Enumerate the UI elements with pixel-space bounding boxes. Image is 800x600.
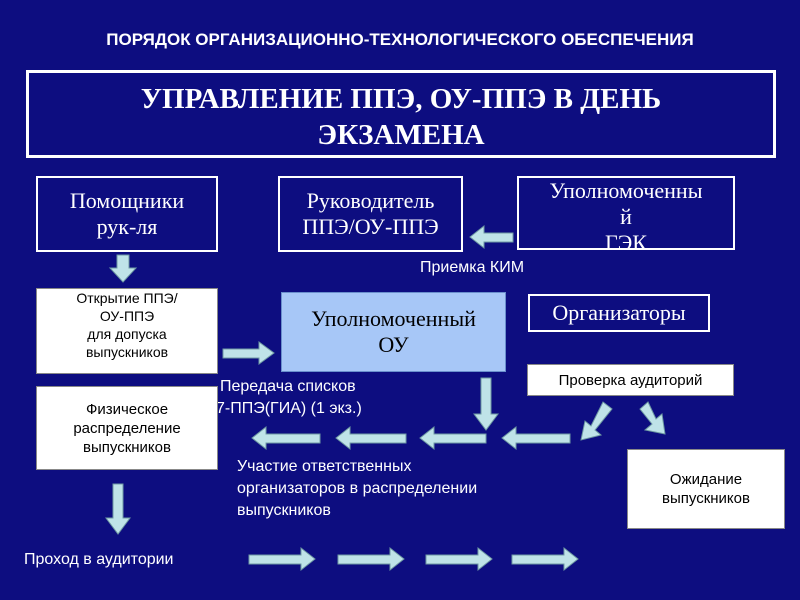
opening-line3: для допуска <box>87 326 167 342</box>
arrow-diagonal-icon <box>639 401 666 435</box>
head-line1: Руководитель <box>306 188 435 213</box>
opening-box: Открытие ППЭ/ ОУ-ППЭ для допуска выпускн… <box>36 288 218 374</box>
authorized-ou-line1: Уполномоченный <box>311 306 476 331</box>
main-title-box: УПРАВЛЕНИЕ ППЭ, ОУ-ППЭ В ДЕНЬ ЭКЗАМЕНА <box>26 70 776 158</box>
participation-line1: Участие ответственных <box>237 458 412 475</box>
gek-box: Уполномоченны й ГЭК <box>517 176 735 250</box>
arrow-down-icon <box>473 377 499 431</box>
arrow-right-icon <box>511 546 579 572</box>
lists-label: Передача списков 7-ППЭ(ГИА) (1 экз.) <box>216 376 362 420</box>
check-rooms-text: Проверка аудиторий <box>558 371 703 389</box>
opening-line4: выпускников <box>85 344 169 360</box>
check-rooms-box: Проверка аудиторий <box>527 364 734 396</box>
participation-line2: организаторов в распределении <box>237 480 478 497</box>
authorized-ou-line2: ОУ <box>378 332 409 357</box>
arrow-right-icon <box>222 341 275 365</box>
opening-line2: ОУ-ППЭ <box>99 308 155 324</box>
arrow-right-icon <box>337 546 405 572</box>
arrow-left-icon <box>419 425 487 451</box>
organizers-box: Организаторы <box>528 294 710 332</box>
physical-line1: Физическое <box>85 400 169 418</box>
arrow-diagonal-icon <box>580 401 613 441</box>
gek-line2: й <box>620 204 632 229</box>
gek-line1: Уполномоченны <box>549 178 703 203</box>
opening-line1: Открытие ППЭ/ <box>76 290 178 306</box>
kim-label: Приемка КИМ <box>420 259 525 276</box>
waiting-box: Ожидание выпускников <box>627 449 785 529</box>
waiting-line1: Ожидание <box>669 471 743 488</box>
participation-line3: выпускников <box>237 502 331 519</box>
assistants-line2: рук-ля <box>96 214 158 239</box>
head-box: Руководитель ППЭ/ОУ-ППЭ <box>278 176 463 252</box>
arrow-left-icon <box>251 425 321 451</box>
arrow-left-icon <box>501 425 571 451</box>
head-line2: ППЭ/ОУ-ППЭ <box>302 214 439 239</box>
gek-line3: ГЭК <box>605 230 647 250</box>
waiting-line2: выпускников <box>662 490 750 507</box>
arrow-right-icon <box>425 546 493 572</box>
page-title: ПОРЯДОК ОРГАНИЗАЦИОННО-ТЕХНОЛОГИЧЕСКОГО … <box>106 30 694 49</box>
assistants-box: Помощники рук-ля <box>36 176 218 252</box>
main-title-line2: ЭКЗАМЕНА <box>317 119 485 151</box>
assistants-line1: Помощники <box>69 188 185 213</box>
arrow-right-icon <box>248 546 316 572</box>
pass-label: Проход в аудитории <box>24 551 174 568</box>
lists-line1: Передача списков <box>220 378 356 395</box>
main-title-line1: УПРАВЛЕНИЕ ППЭ, ОУ-ППЭ В ДЕНЬ <box>140 83 662 115</box>
lists-line2: 7-ППЭ(ГИА) (1 экз.) <box>216 400 362 417</box>
arrow-down-icon <box>105 483 131 535</box>
organizers-text: Организаторы <box>552 300 686 325</box>
arrow-down-icon <box>108 254 138 283</box>
authorized-ou-box: Уполномоченный ОУ <box>281 292 506 372</box>
arrow-left-icon <box>469 224 514 250</box>
arrow-left-icon <box>335 425 407 451</box>
physical-box: Физическое распределение выпускников <box>36 386 218 470</box>
physical-line2: распределение <box>73 419 181 437</box>
physical-line3: выпускников <box>83 438 171 456</box>
participation-label: Участие ответственных организаторов в ра… <box>237 456 477 522</box>
